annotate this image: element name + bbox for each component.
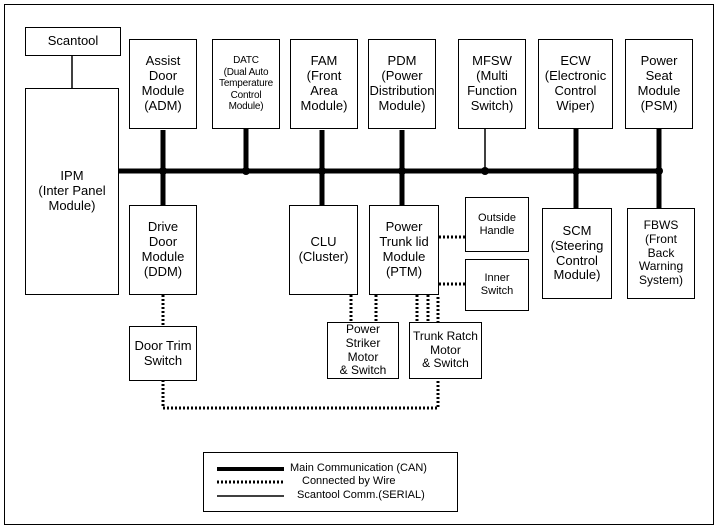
door-trim-switch-label: Door Trim Switch xyxy=(134,337,192,368)
legend: Main Communication (CAN) Connected by Wi… xyxy=(203,452,458,512)
adm-label: Assist Door Module (ADM) xyxy=(141,53,185,113)
power-striker-box: Power Striker Motor & Switch xyxy=(327,322,399,379)
scantool-box: Scantool xyxy=(25,27,121,56)
clu-label: CLU (Cluster) xyxy=(298,234,349,264)
ecw-label: ECW (Electronic Control Wiper) xyxy=(544,53,607,113)
bus-junctions xyxy=(159,167,663,175)
inner-switch-box: Inner Switch xyxy=(465,259,529,311)
fbws-box: FBWS (Front Back Warning System) xyxy=(627,208,695,299)
ptm-box: Power Trunk lid Module (PTM) xyxy=(369,205,439,295)
clu-box: CLU (Cluster) xyxy=(289,205,358,295)
can-bus xyxy=(118,128,662,208)
scm-label: SCM (Steering Control Module) xyxy=(550,222,604,283)
ddm-label: Drive Door Module (DDM) xyxy=(141,219,185,279)
outside-handle-label: Outside Handle xyxy=(478,211,516,237)
ddm-box: Drive Door Module (DDM) xyxy=(129,205,197,295)
legend-line-samples xyxy=(217,467,284,497)
trunk-ratch-box: Trunk Ratch Motor & Switch xyxy=(409,322,482,379)
datc-box: DATC (Dual Auto Temperature Control Modu… xyxy=(212,39,280,129)
pdm-label: PDM (Power Distribution Module) xyxy=(369,53,435,113)
fbws-label: FBWS (Front Back Warning System) xyxy=(638,218,684,288)
legend-serial-label: Scantool Comm.(SERIAL) xyxy=(297,489,425,501)
power-striker-label: Power Striker Motor & Switch xyxy=(339,321,387,378)
datc-label: DATC (Dual Auto Temperature Control Modu… xyxy=(219,55,273,113)
scantool-label: Scantool xyxy=(47,33,99,49)
mfsw-box: MFSW (Multi Function Switch) xyxy=(458,39,526,129)
adm-box: Assist Door Module (ADM) xyxy=(129,39,197,129)
trunk-ratch-label: Trunk Ratch Motor & Switch xyxy=(413,328,478,371)
scm-box: SCM (Steering Control Module) xyxy=(542,208,612,299)
legend-can-label: Main Communication (CAN) xyxy=(290,462,427,474)
door-trim-switch-box: Door Trim Switch xyxy=(129,326,197,381)
fam-label: FAM (Front Area Module) xyxy=(300,53,348,113)
fam-box: FAM (Front Area Module) xyxy=(290,39,358,129)
diagram-frame xyxy=(4,4,714,525)
psm-label: Power Seat Module (PSM) xyxy=(637,53,681,113)
outside-handle-box: Outside Handle xyxy=(465,197,529,252)
legend-wire-label: Connected by Wire xyxy=(302,475,396,487)
inner-switch-label: Inner Switch xyxy=(480,272,514,297)
ecw-box: ECW (Electronic Control Wiper) xyxy=(538,39,613,129)
ptm-label: Power Trunk lid Module (PTM) xyxy=(379,219,429,279)
mfsw-label: MFSW (Multi Function Switch) xyxy=(467,53,517,113)
wired-links xyxy=(161,235,465,410)
psm-box: Power Seat Module (PSM) xyxy=(625,39,693,129)
ipm-box: IPM (Inter Panel Module) xyxy=(25,88,119,295)
pdm-box: PDM (Power Distribution Module) xyxy=(368,39,436,129)
ipm-label: IPM (Inter Panel Module) xyxy=(38,168,106,213)
